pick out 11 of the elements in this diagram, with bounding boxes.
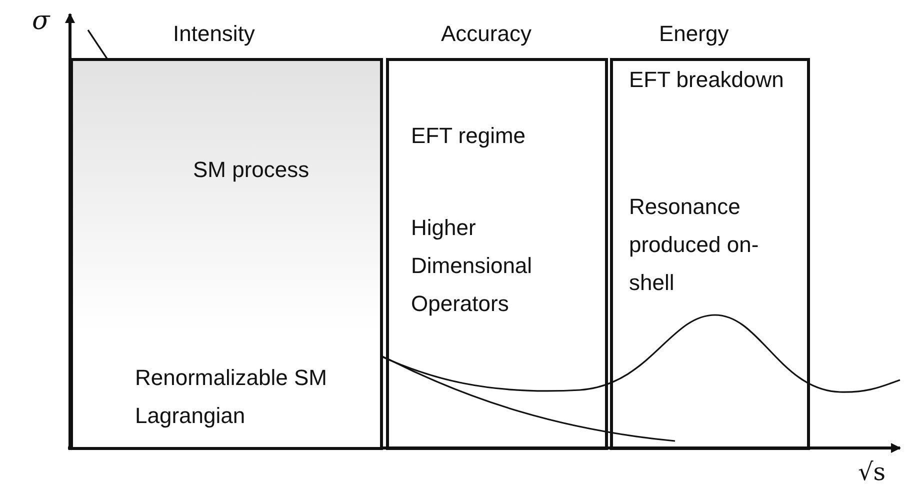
region-heading: Accuracy [441, 21, 532, 47]
axis-label: √s [858, 458, 886, 486]
region-text: SM process [193, 156, 310, 184]
region-text: EFT regime [411, 122, 527, 150]
axis-label: σ [32, 6, 50, 36]
region-text: Higher Dimensional Operators [411, 214, 534, 318]
region-text: Resonance produced on-shell [629, 193, 760, 297]
region-heading: Intensity [173, 21, 255, 47]
region-text: Renormalizable SM Lagrangian [135, 364, 328, 430]
region-heading: Energy [659, 21, 729, 47]
region-text: EFT breakdown [629, 66, 785, 94]
